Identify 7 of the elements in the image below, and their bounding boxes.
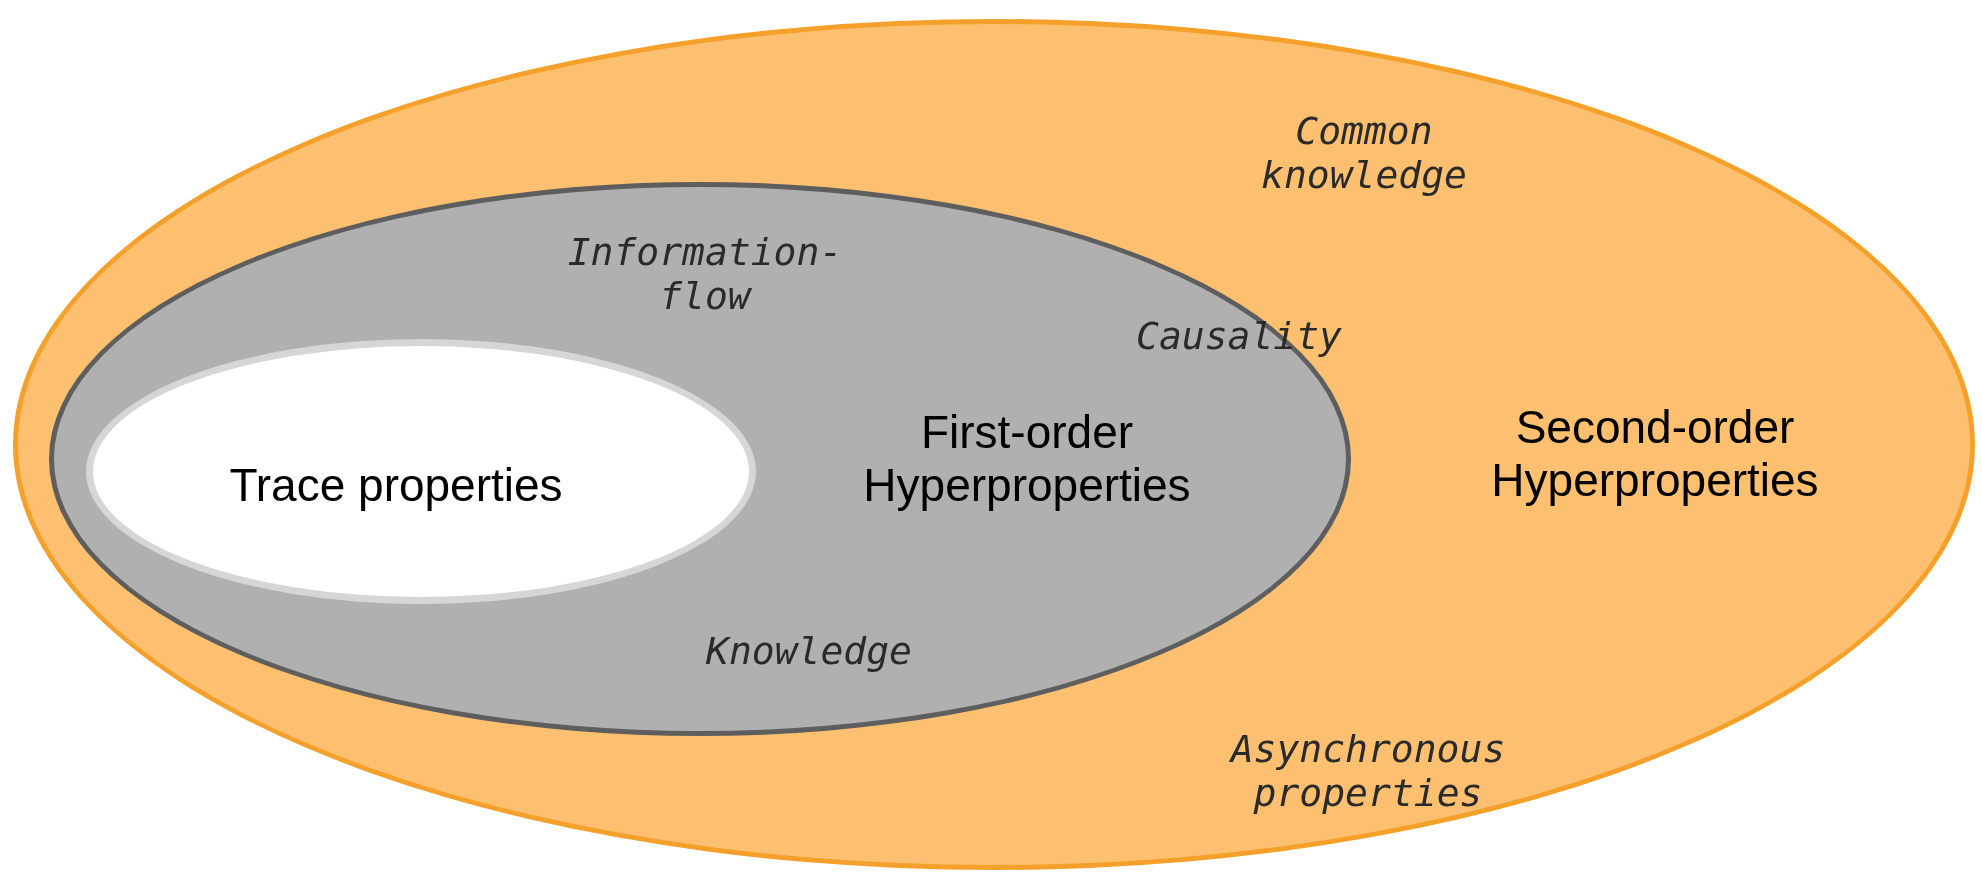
- example-label: Information-flow: [566, 231, 844, 319]
- set-title: First-order Hyperproperties: [862, 406, 1192, 512]
- example-label: Knowledge: [706, 630, 912, 674]
- example-label: Common knowledge: [1260, 110, 1468, 198]
- set-title: Trace properties: [229, 458, 563, 512]
- set-title: Second-order Hyperproperties: [1490, 401, 1820, 507]
- example-label: Asynchronous properties: [1228, 728, 1507, 816]
